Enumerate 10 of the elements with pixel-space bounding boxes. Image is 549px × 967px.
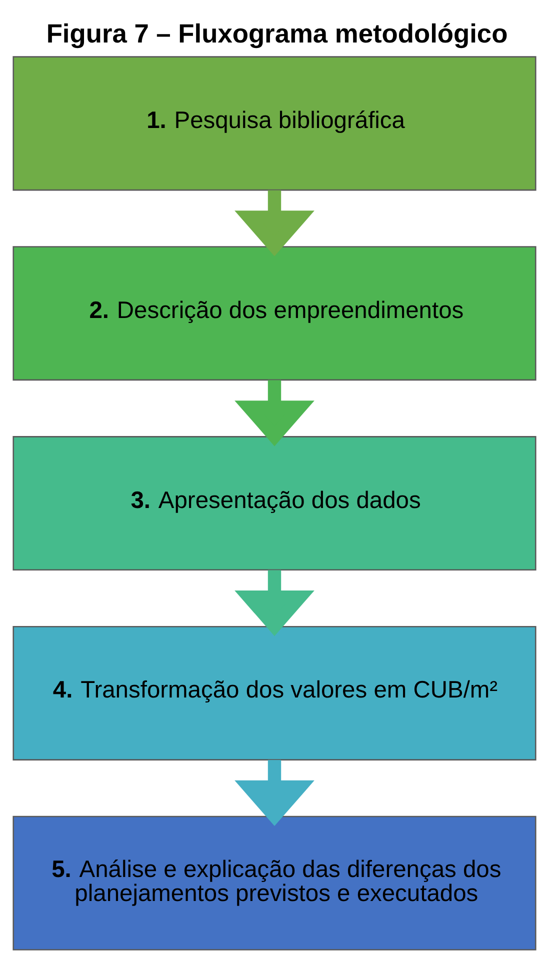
arrow	[234, 380, 314, 446]
diagram-title: Figura 7 – Fluxograma metodológico	[46, 18, 508, 48]
node-box: 1. Pesquisa bibliográfica	[12, 56, 536, 191]
node-box: 5. Análise e explicação das diferenças dos planejamentos previstos e executados	[12, 816, 536, 950]
node-box: 4. Transformação dos valores em CUB/m²	[12, 626, 536, 760]
arrow	[234, 190, 314, 256]
node-box: 2. Descrição dos empreendimentos	[12, 246, 536, 381]
node-box: 3. Apresentação dos dados	[12, 436, 536, 571]
arrow	[234, 760, 314, 826]
arrow	[234, 570, 314, 636]
